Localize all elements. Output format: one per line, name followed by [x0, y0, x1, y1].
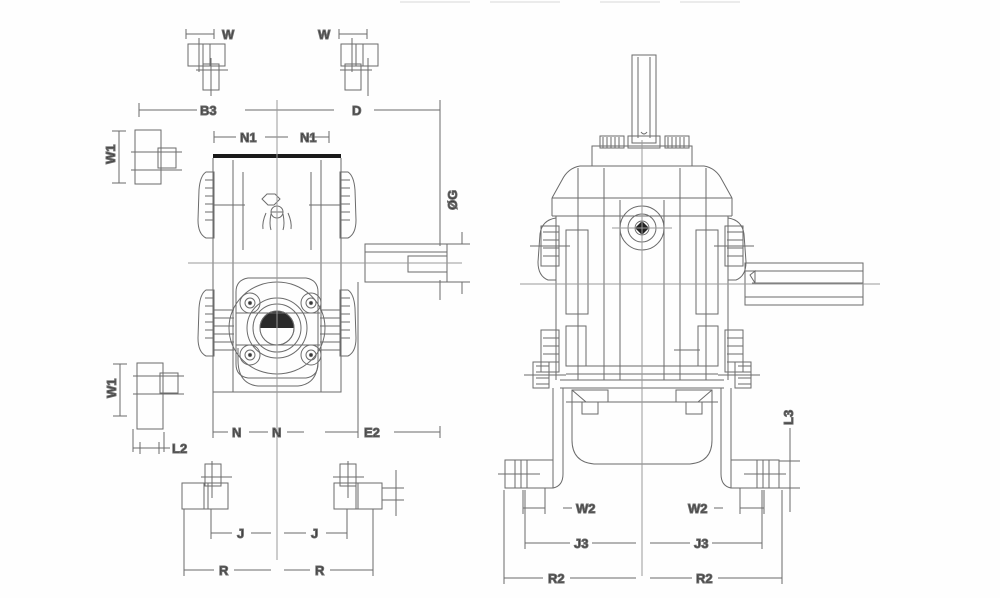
dim-w1-upper: [112, 130, 126, 184]
dim-label-n-left: N: [232, 425, 241, 440]
dim-label-d: D: [352, 103, 361, 118]
dim-l2: [132, 429, 170, 454]
dim-label-n1-left: N1: [240, 130, 257, 145]
bolt-top-right: [664, 135, 690, 149]
dim-label-l3: L3: [781, 410, 796, 425]
dim-j3: [524, 490, 763, 549]
dim-label-j-left: J: [237, 526, 244, 541]
dim-w2: [522, 488, 765, 514]
dim-label-r-right: R: [315, 563, 325, 578]
dim-label-j3-left: J3: [574, 536, 588, 551]
bracket-w1-upper: [131, 129, 182, 185]
front-view-group: W W B3 D: [103, 1, 740, 579]
dim-label-r2-left: R2: [548, 571, 565, 586]
dim-w1-lower: [113, 363, 127, 417]
dim-label-w2-left: W2: [576, 501, 596, 516]
dim-label-w1-lower: W1: [104, 379, 119, 399]
dim-label-w2-right: W2: [688, 501, 708, 516]
side-centerlines: [520, 140, 880, 576]
base-bolt-left: [524, 361, 566, 389]
dim-j: [210, 509, 348, 539]
flange-bolts: [239, 292, 322, 366]
vertical-input-shaft: [627, 54, 661, 149]
dim-label-l2: L2: [172, 441, 187, 456]
bracket-top-right: [340, 38, 379, 96]
dim-label-w1-upper: W1: [103, 145, 118, 165]
dim-b3-d: [138, 100, 441, 120]
dim-label-w-right: W: [318, 27, 331, 42]
dim-og: [439, 120, 470, 300]
dim-label-w-left: W: [222, 27, 235, 42]
dim-label-n-right: N: [272, 425, 281, 440]
bracket-top-left: [187, 38, 228, 96]
dim-w-right: [338, 29, 368, 39]
dim-n-e2: [212, 282, 441, 438]
dim-label-r-left: R: [219, 563, 229, 578]
dim-l3: [779, 428, 800, 512]
dim-r2: [503, 490, 783, 584]
dim-label-j-right: J: [311, 526, 318, 541]
dim-label-b3: B3: [200, 103, 217, 118]
drawing-geometry: W W B3 D: [103, 1, 880, 587]
foot-bracket-bottom-left: [181, 461, 232, 510]
dim-label-og: ØG: [445, 190, 460, 210]
dim-label-n1-right: N1: [300, 130, 317, 145]
dim-r: [183, 509, 374, 576]
dim-label-e2: E2: [364, 425, 380, 440]
dim-label-r2-right: R2: [696, 571, 713, 586]
dim-w-left: [185, 29, 215, 39]
side-view-group: L3 W2 W2: [498, 54, 880, 587]
bolt-top-left: [599, 135, 625, 149]
base-bolt-right: [718, 361, 760, 389]
dim-label-j3-right: J3: [694, 536, 708, 551]
bracket-w1-lower: [133, 362, 184, 430]
front-centerlines: [188, 100, 462, 560]
foot-bracket-bottom-right: [333, 461, 404, 516]
